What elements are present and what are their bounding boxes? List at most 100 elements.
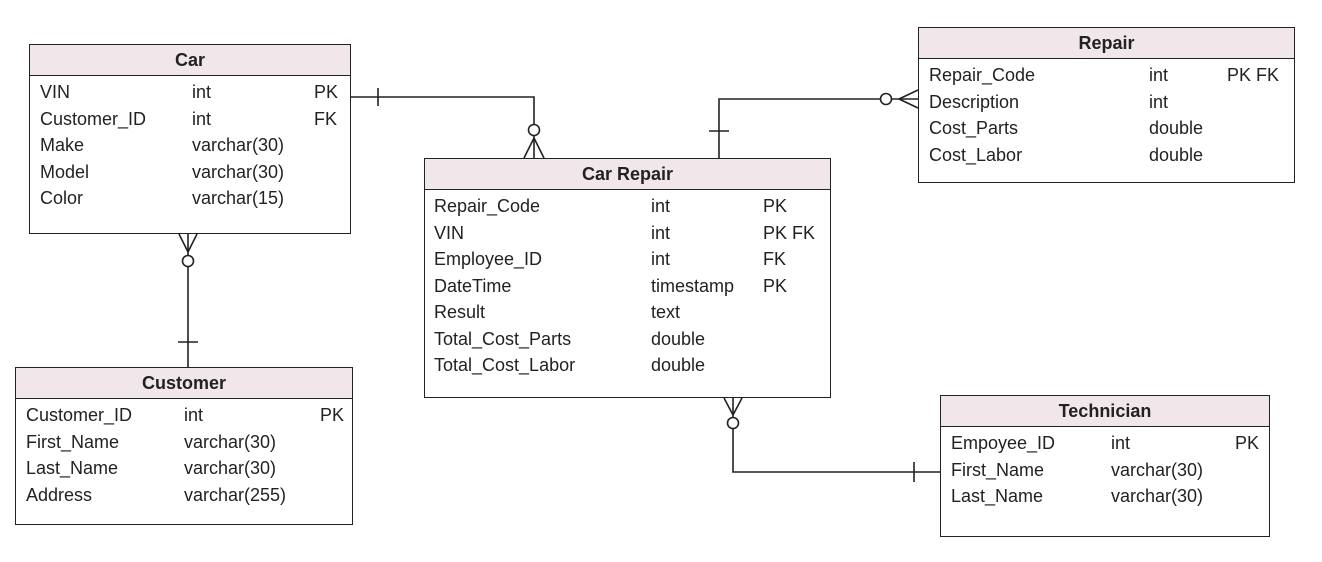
field-type: int [184,405,204,425]
entity-title: Car [30,45,350,76]
attribute-row: Repair_Code int PK [425,193,830,220]
field-type: int [651,196,671,216]
attribute-row: Last_Name varchar(30) [16,455,352,482]
rel-customer-car [178,233,198,367]
zero-marker [527,123,541,137]
entity-title: Customer [16,368,352,399]
field-key: PK FK [763,222,816,243]
crowfoot-marker [723,397,734,416]
attribute-row: Make varchar(30) [30,132,350,159]
field-type: text [651,302,681,322]
field-type: varchar(255) [184,484,287,505]
field-name: Repair_Code [434,196,541,216]
field-name: Cost_Parts [929,118,1019,138]
attribute-row: Repair_Code int PK FK [919,62,1294,89]
entity-title: Car Repair [425,159,830,190]
attribute-row: Last_Name varchar(30) [941,483,1269,510]
field-type: double [651,328,706,349]
field-name: Result [434,302,486,322]
field-key: PK [1235,433,1260,453]
rel-car-carrepair [351,88,545,159]
field-name: Customer_ID [26,405,133,425]
entity-title: Repair [919,28,1294,59]
attribute-row: VIN int PK [30,79,350,106]
attribute-row: Cost_Parts double [919,115,1294,142]
attribute-row: Color varchar(15) [30,185,350,212]
crowfoot-marker [898,89,919,100]
field-name: Total_Cost_Parts [434,328,572,349]
attribute-row: Employee_ID int FK [425,246,830,273]
field-key: PK [763,275,788,296]
field-key: PK [763,196,788,216]
field-type: varchar(30) [184,431,277,452]
crowfoot-marker [523,137,535,159]
field-type: int [1149,65,1169,85]
field-name: Make [40,135,85,155]
entity-car-repair[interactable]: Car Repair Repair_Code int PK VIN int PK… [424,158,831,398]
field-key: PK [314,82,339,102]
field-key: FK [314,108,338,129]
field-type: double [1149,118,1204,138]
attribute-list: Empoyee_ID int PK First_Name varchar(30)… [941,427,1269,510]
attribute-row: Address varchar(255) [16,482,352,509]
field-type: varchar(15) [192,188,285,208]
field-name: VIN [40,82,71,102]
field-name: First_Name [951,459,1045,480]
field-type: varchar(30) [192,161,285,182]
zero-marker [181,254,195,268]
field-type: varchar(30) [1111,486,1204,506]
entity-technician[interactable]: Technician Empoyee_ID int PK First_Name … [940,395,1270,537]
rel-carrepair-repair [709,89,919,158]
attribute-row: Cost_Labor double [919,142,1294,169]
attribute-row: DateTime timestamp PK [425,273,830,300]
entity-title: Technician [941,396,1269,427]
field-name: Cost_Labor [929,144,1023,165]
field-type: int [192,82,212,102]
attribute-row: Total_Cost_Parts double [425,326,830,353]
attribute-list: Repair_Code int PK FK Description int Co… [919,59,1294,168]
field-type: timestamp [651,275,735,296]
field-type: int [192,108,212,129]
attribute-row: VIN int PK FK [425,220,830,247]
field-name: Total_Cost_Labor [434,355,576,375]
attribute-row: Total_Cost_Labor double [425,352,830,379]
field-name: DateTime [434,275,512,296]
attribute-row: Description int [919,89,1294,116]
field-type: int [1111,433,1131,453]
field-name: Description [929,91,1020,112]
field-type: varchar(30) [192,135,285,155]
field-type: varchar(30) [184,458,277,478]
field-name: Address [26,484,93,505]
field-type: double [1149,144,1204,165]
attribute-list: Customer_ID int PK First_Name varchar(30… [16,399,352,508]
attribute-row: Empoyee_ID int PK [941,430,1269,457]
field-key: PK [320,405,345,425]
zero-marker [726,416,740,430]
field-type: int [651,249,671,269]
field-type: double [651,355,706,375]
field-name: Empoyee_ID [951,433,1056,453]
attribute-row: Customer_ID int FK [30,106,350,133]
field-name: VIN [434,222,465,243]
field-key: FK [763,249,787,269]
field-type: int [1149,91,1169,112]
entity-repair[interactable]: Repair Repair_Code int PK FK Description… [918,27,1295,183]
entity-customer[interactable]: Customer Customer_ID int PK First_Name v… [15,367,353,525]
attribute-row: First_Name varchar(30) [16,429,352,456]
field-name: Last_Name [951,486,1044,506]
field-name: Employee_ID [434,249,543,269]
zero-marker [879,92,893,106]
attribute-row: Customer_ID int PK [16,402,352,429]
attribute-row: First_Name varchar(30) [941,457,1269,484]
attribute-list: VIN int PK Customer_ID int FK Make varch… [30,76,350,212]
field-name: Last_Name [26,458,119,478]
field-type: varchar(30) [1111,459,1204,480]
field-name: Repair_Code [929,65,1036,85]
rel-technician-carrepair [723,397,940,482]
attribute-row: Model varchar(30) [30,159,350,186]
entity-car[interactable]: Car VIN int PK Customer_ID int FK Make v… [29,44,351,234]
field-name: Model [40,161,90,182]
field-name: Color [40,188,84,208]
attribute-row: Result text [425,299,830,326]
